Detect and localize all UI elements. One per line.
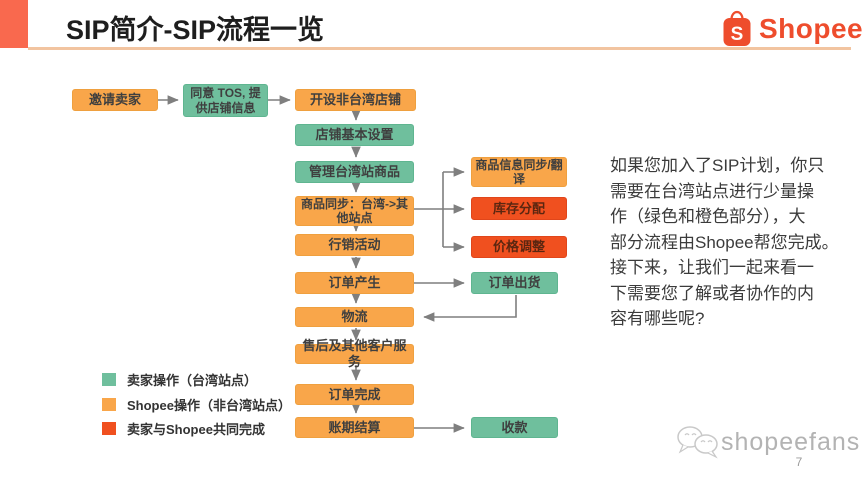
legend-swatch-red xyxy=(102,421,116,435)
flow-node-agree-tos: 同意 TOS, 提供店铺信息 xyxy=(183,84,268,117)
svg-text:S: S xyxy=(731,24,744,45)
flow-node-shop-basic-setup: 店铺基本设置 xyxy=(295,124,414,146)
legend-label: 卖家操作（台湾站点） xyxy=(127,372,258,388)
watermark-text: shopeefans xyxy=(721,428,861,456)
flow-node-product-info-sync-translation: 商品信息同步/翻译 xyxy=(471,157,567,187)
flow-node-logistics: 物流 xyxy=(295,307,414,327)
explanatory-note: 如果您加入了SIP计划，你只 需要在台湾站点进行少量操 作（绿色和橙色部分），大… xyxy=(610,156,839,328)
flow-node-order-completed: 订单完成 xyxy=(295,384,414,405)
header-accent-block xyxy=(0,0,28,48)
flow-node-manage-tw-products: 管理台湾站商品 xyxy=(295,161,414,183)
flow-node-order-shipment: 订单出货 xyxy=(471,272,558,294)
legend-item-joint: 卖家与Shopee共同完成 xyxy=(102,421,265,437)
flow-node-open-non-tw-shop: 开设非台湾店铺 xyxy=(295,89,416,111)
legend-label: 卖家与Shopee共同完成 xyxy=(127,421,265,437)
legend-label: Shopee操作（非台湾站点） xyxy=(127,397,291,413)
page-number: 7 xyxy=(795,455,803,469)
shopee-bag-icon: S xyxy=(723,10,751,46)
flow-node-price-adjustment: 价格调整 xyxy=(471,236,567,258)
legend-item-seller: 卖家操作（台湾站点） xyxy=(102,372,258,388)
shopee-logo-text: Shopee xyxy=(759,13,864,44)
legend-swatch-green xyxy=(102,372,116,386)
flow-node-product-sync: 商品同步：台湾->其他站点 xyxy=(295,196,414,226)
page-title: SIP简介-SIP流程一览 xyxy=(66,15,325,45)
flow-node-after-sales-service: 售后及其他客户服务 xyxy=(295,338,414,369)
header-divider xyxy=(28,47,851,50)
flow-node-invite-seller: 邀请卖家 xyxy=(72,89,158,111)
legend-item-shopee: Shopee操作（非台湾站点） xyxy=(102,397,291,413)
shopee-logo: S Shopee xyxy=(722,10,863,48)
flow-node-stock-allocation: 库存分配 xyxy=(471,197,567,220)
flow-node-marketing-campaign: 行销活动 xyxy=(295,234,414,256)
legend-swatch-orange xyxy=(102,397,116,411)
flow-node-billing-settlement: 账期结算 xyxy=(295,417,414,438)
wechat-bubbles-icon xyxy=(677,426,718,459)
flow-node-payment-collection: 收款 xyxy=(471,417,558,438)
flow-node-order-created: 订单产生 xyxy=(295,272,414,294)
